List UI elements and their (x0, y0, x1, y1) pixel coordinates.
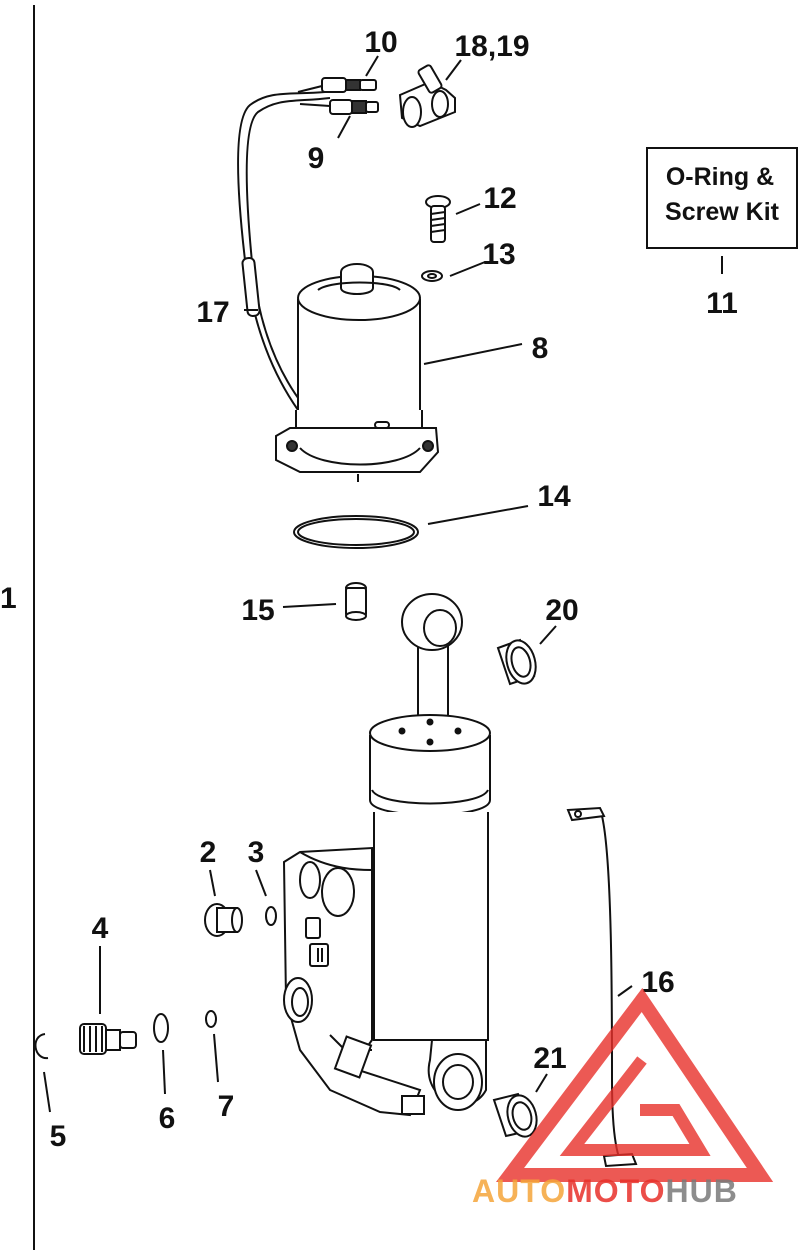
label-16: 16 (641, 966, 674, 999)
kit-box (646, 147, 798, 249)
o-ring-7 (205, 1010, 217, 1028)
connector-9 (299, 99, 379, 115)
kit-box-line2: Screw Kit (665, 198, 780, 226)
label-18-19: 18,19 (454, 30, 529, 63)
label-14: 14 (537, 480, 571, 513)
connector-10 (297, 77, 377, 93)
label-17: 17 (196, 296, 229, 329)
svg-text:AUTOMOTOHUB: AUTOMOTOHUB (472, 1173, 738, 1209)
kit-box-line1: O-Ring & (666, 163, 774, 191)
o-ring-3 (265, 906, 277, 926)
motor-8 (275, 263, 440, 482)
wire-harness-17 (237, 91, 331, 411)
label-6: 6 (159, 1102, 176, 1135)
label-2: 2 (200, 836, 217, 869)
valve-4 (79, 1023, 137, 1055)
watermark-hub: HUB (665, 1173, 737, 1209)
label-1: 1 (0, 582, 17, 615)
label-7: 7 (218, 1090, 235, 1123)
washer-13 (421, 270, 443, 282)
label-3: 3 (248, 836, 265, 869)
label-20: 20 (545, 594, 578, 627)
label-9: 9 (308, 142, 325, 175)
label-15: 15 (241, 594, 274, 627)
label-8: 8 (532, 332, 549, 365)
part-18-19-clip (398, 64, 456, 128)
watermark-text: AUTOMOTOHUB (472, 1173, 738, 1209)
label-13: 13 (482, 238, 515, 271)
label-12: 12 (483, 182, 516, 215)
trim-cylinder (282, 593, 491, 1117)
label-4: 4 (92, 912, 109, 945)
retaining-ring-5 (34, 1033, 49, 1060)
label-21: 21 (533, 1042, 566, 1075)
watermark-auto: AUTO (472, 1173, 566, 1209)
o-ring-6 (153, 1013, 169, 1043)
valve-15 (345, 582, 367, 621)
leader-lines (43, 55, 723, 1113)
watermark-logo (495, 987, 774, 1182)
bushing-21 (492, 1092, 538, 1138)
screw-12 (425, 195, 451, 243)
o-ring-14 (293, 515, 419, 549)
watermark-moto: MOTO (566, 1173, 665, 1209)
bushing-20 (496, 638, 537, 686)
label-11: 11 (706, 287, 738, 320)
label-10: 10 (364, 26, 397, 59)
label-5: 5 (50, 1120, 67, 1153)
plug-2 (204, 903, 243, 937)
